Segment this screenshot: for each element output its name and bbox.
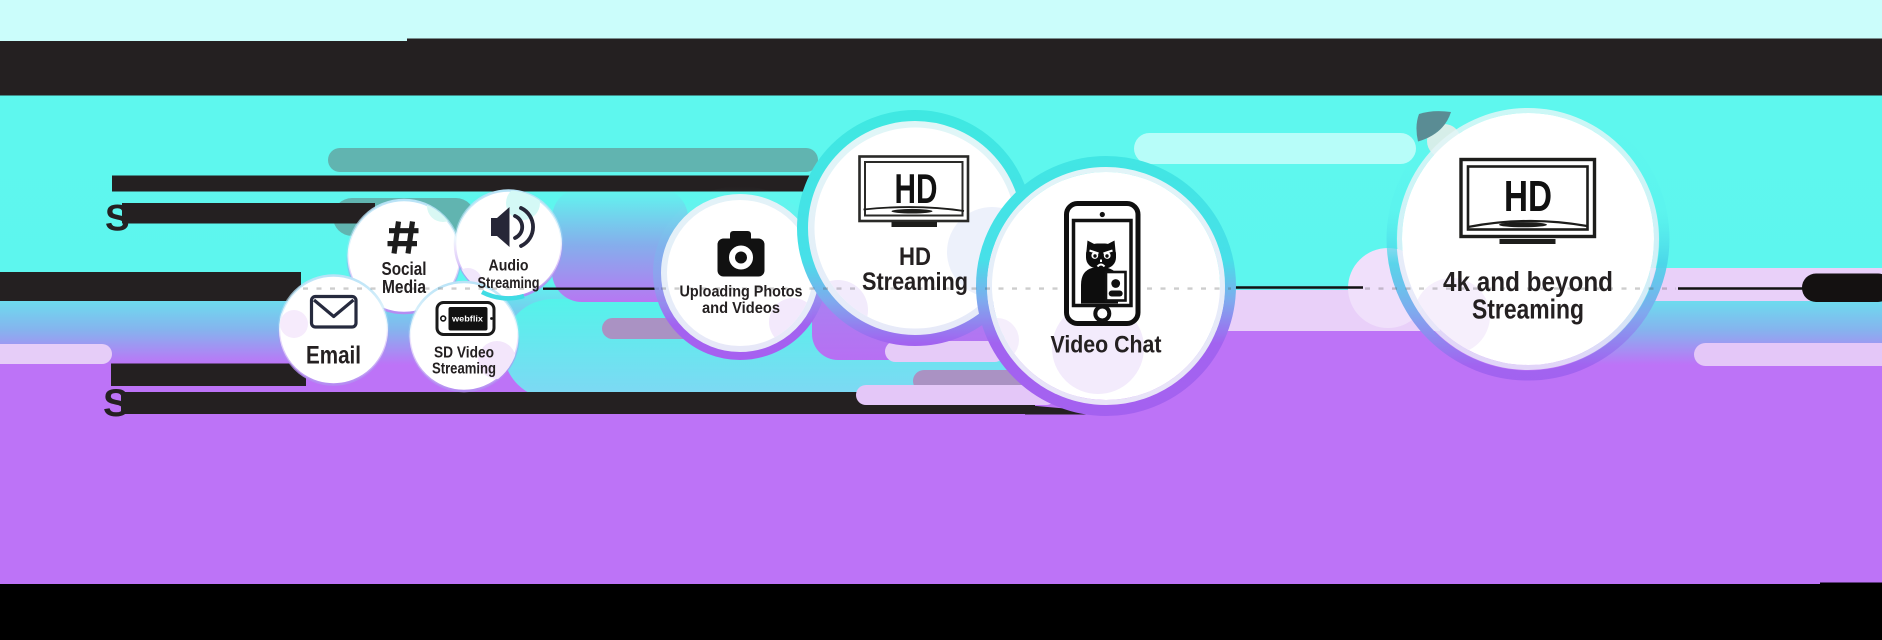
svg-text:HD: HD (895, 165, 938, 212)
svg-text:Streaming: Streaming (1472, 294, 1584, 325)
svg-text:Social: Social (382, 258, 427, 279)
svg-text:4k and beyond: 4k and beyond (1443, 266, 1613, 297)
svg-text:Uploading Photos: Uploading Photos (680, 284, 803, 301)
svg-text:Video Chat: Video Chat (1051, 332, 1162, 359)
svg-text:Streaming: Streaming (432, 361, 496, 378)
svg-text:HD: HD (899, 243, 931, 271)
svg-text:Media: Media (382, 276, 427, 297)
svg-text:Streaming: Streaming (478, 275, 540, 292)
svg-text:Email: Email (306, 342, 361, 370)
svg-text:Audio: Audio (489, 258, 529, 275)
svg-text:SD Video: SD Video (434, 345, 494, 362)
svg-text:Streaming: Streaming (862, 268, 968, 296)
svg-text:HD: HD (1504, 172, 1552, 221)
svg-text:and Videos: and Videos (702, 300, 780, 317)
svg-text:webflix: webflix (451, 314, 483, 324)
